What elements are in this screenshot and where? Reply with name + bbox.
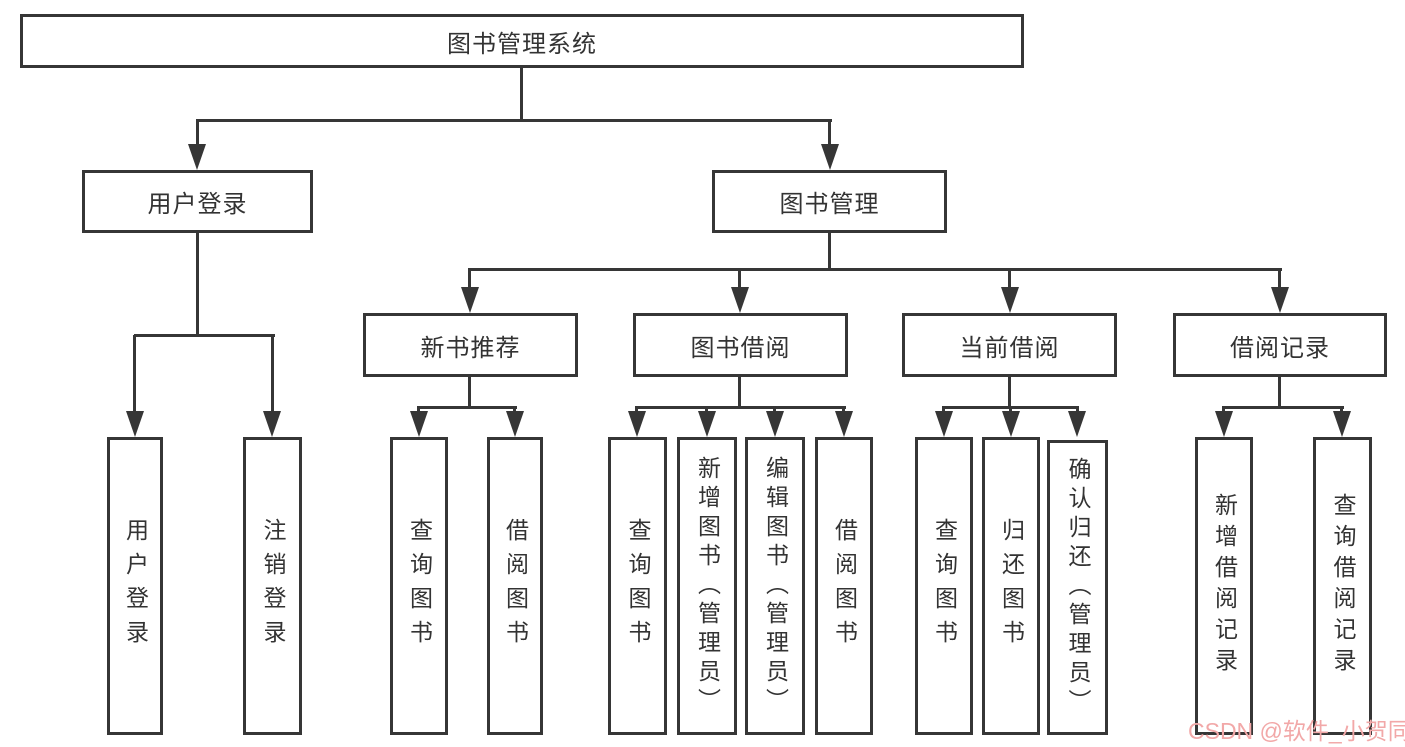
- connector-new-book-rec-bus: [417, 406, 517, 409]
- leaf-cb-confirm-return-admin-label: 确认归还（管理员）: [1065, 457, 1091, 718]
- connector-to-user-login: [196, 120, 199, 150]
- connector-to-new-book-rec: [468, 270, 471, 292]
- node-user-login: 用户登录: [82, 170, 313, 233]
- leaf-nbr-borrow-books-label: 借阅图书: [502, 518, 529, 654]
- arrow-down-icon: [628, 411, 646, 437]
- node-root-label: 图书管理系统: [447, 30, 597, 58]
- arrow-down-icon: [1271, 287, 1289, 313]
- connector-to-book-mgmt: [828, 120, 831, 150]
- arrow-down-icon: [410, 411, 428, 437]
- node-book-borrow: 图书借阅: [633, 313, 848, 377]
- node-current-borrow-label: 当前借阅: [959, 334, 1060, 362]
- leaf-br-add-record-label: 新增借阅记录: [1211, 493, 1238, 679]
- connector-new-book-rec-stem: [468, 377, 471, 409]
- leaf-cb-confirm-return-admin: 确认归还（管理员）: [1047, 440, 1108, 735]
- leaf-cb-return-books: 归还图书: [982, 437, 1040, 735]
- connector-current-borrow-stem: [1008, 377, 1011, 409]
- arrow-down-icon: [263, 411, 281, 437]
- connector-to-leaf: [133, 335, 136, 415]
- arrow-down-icon: [506, 411, 524, 437]
- leaf-br-add-record: 新增借阅记录: [1195, 437, 1253, 735]
- arrow-down-icon: [1001, 287, 1019, 313]
- leaf-cb-query-books: 查询图书: [915, 437, 973, 735]
- leaf-logout: 注销登录: [243, 437, 302, 735]
- node-new-book-rec: 新书推荐: [363, 313, 578, 377]
- leaf-cb-query-books-label: 查询图书: [931, 518, 958, 654]
- arrow-down-icon: [461, 287, 479, 313]
- csdn-watermark: CSDN @软件_小贺同学: [1188, 718, 1405, 744]
- connector-book-mgmt-stem: [828, 233, 831, 271]
- connector-to-leaf: [271, 335, 274, 415]
- leaf-bb-borrow-books-label: 借阅图书: [831, 518, 858, 654]
- arrow-down-icon: [731, 287, 749, 313]
- connector-user-login-stem: [196, 233, 199, 337]
- leaf-bb-borrow-books: 借阅图书: [815, 437, 873, 735]
- arrow-down-icon: [1215, 411, 1233, 437]
- connector-user-login-bus: [134, 334, 275, 337]
- leaf-cb-return-books-label: 归还图书: [998, 518, 1025, 654]
- arrow-down-icon: [1333, 411, 1351, 437]
- connector-root-stem: [520, 68, 523, 121]
- node-root: 图书管理系统: [20, 14, 1024, 68]
- arrow-down-icon: [835, 411, 853, 437]
- connector-to-borrow-records: [1278, 270, 1281, 292]
- connector-book-borrow-stem: [738, 377, 741, 409]
- node-user-login-label: 用户登录: [147, 191, 248, 218]
- leaf-nbr-borrow-books: 借阅图书: [487, 437, 543, 735]
- node-borrow-records: 借阅记录: [1173, 313, 1387, 377]
- leaf-bb-query-books: 查询图书: [608, 437, 667, 735]
- connector-borrow-records-bus: [1222, 406, 1344, 409]
- connector-borrow-records-stem: [1278, 377, 1281, 409]
- connector-current-borrow-bus: [942, 406, 1079, 409]
- arrow-down-icon: [766, 411, 784, 437]
- connector-book-borrow-bus: [635, 406, 846, 409]
- node-borrow-records-label: 借阅记录: [1230, 334, 1330, 362]
- leaf-bb-edit-books-admin: 编辑图书（管理员）: [745, 437, 805, 735]
- leaf-logout-label: 注销登录: [260, 518, 286, 654]
- connector-to-current-borrow: [1008, 270, 1011, 292]
- leaf-nbr-query-books: 查询图书: [390, 437, 448, 735]
- leaf-user-login-label: 用户登录: [122, 518, 149, 654]
- node-book-borrow-label: 图书借阅: [690, 334, 791, 362]
- leaf-bb-add-books-admin: 新增图书（管理员）: [677, 437, 737, 735]
- leaf-bb-query-books-label: 查询图书: [625, 518, 651, 654]
- leaf-bb-edit-books-admin-label: 编辑图书（管理员）: [762, 455, 789, 717]
- node-new-book-rec-label: 新书推荐: [420, 334, 521, 362]
- leaf-user-login: 用户登录: [107, 437, 163, 735]
- connector-root-bus: [196, 119, 832, 122]
- leaf-br-query-record-label: 查询借阅记录: [1330, 493, 1356, 679]
- node-book-mgmt: 图书管理: [712, 170, 947, 233]
- arrow-down-icon: [126, 411, 144, 437]
- arrow-down-icon: [698, 411, 716, 437]
- node-current-borrow: 当前借阅: [902, 313, 1117, 377]
- arrow-down-icon: [1002, 411, 1020, 437]
- leaf-br-query-record: 查询借阅记录: [1313, 437, 1372, 735]
- leaf-bb-add-books-admin-label: 新增图书（管理员）: [694, 455, 721, 717]
- arrow-down-icon: [1068, 411, 1086, 437]
- connector-book-mgmt-bus: [468, 268, 1282, 271]
- connector-to-book-borrow: [738, 270, 741, 292]
- arrow-down-icon: [935, 411, 953, 437]
- leaf-nbr-query-books-label: 查询图书: [406, 518, 433, 654]
- arrow-down-icon: [188, 144, 206, 170]
- arrow-down-icon: [821, 144, 839, 170]
- node-book-mgmt-label: 图书管理: [779, 191, 880, 218]
